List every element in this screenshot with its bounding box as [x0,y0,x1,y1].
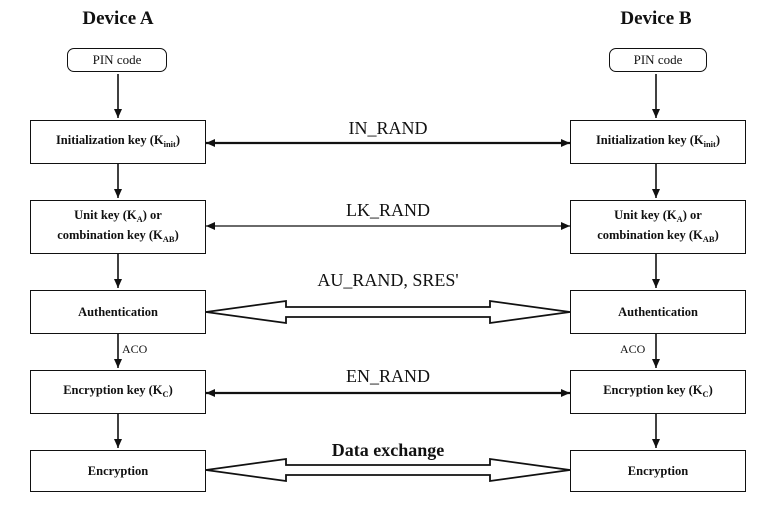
device-a-encryption-box: Encryption [30,450,206,492]
device-a-encryption-key-box: Encryption key (KC) [30,370,206,414]
data-exchange-hollow-arrow [205,457,571,483]
device-b-aco-label: ACO [620,342,646,356]
device-a-title: Device A [82,8,154,29]
device-b-authentication-box: Authentication [570,290,746,334]
device-b-init-key-box: Initialization key (Kinit) [570,120,746,164]
device-b-encryption-key-box: Encryption key (KC) [570,370,746,414]
device-a-unit-key-box: Unit key (KA) or combination key (KAB) [30,200,206,254]
device-b-pin-code-box: PIN code [609,48,707,72]
en-rand-label: EN_RAND [346,366,430,386]
in-rand-label: IN_RAND [348,118,428,138]
device-a-pin-code-box: PIN code [67,48,167,72]
device-a-authentication-box: Authentication [30,290,206,334]
device-b-title: Device B [620,8,692,29]
au-rand-hollow-arrow [205,299,571,325]
device-b-unit-key-box: Unit key (KA) or combination key (KAB) [570,200,746,254]
data-exchange-label: Data exchange [331,440,445,460]
device-b-encryption-box: Encryption [570,450,746,492]
device-a-aco-label: ACO [122,342,148,356]
au-rand-sres-label: AU_RAND, SRES' [317,270,459,290]
device-a-init-key-box: Initialization key (Kinit) [30,120,206,164]
lk-rand-label: LK_RAND [346,200,430,220]
